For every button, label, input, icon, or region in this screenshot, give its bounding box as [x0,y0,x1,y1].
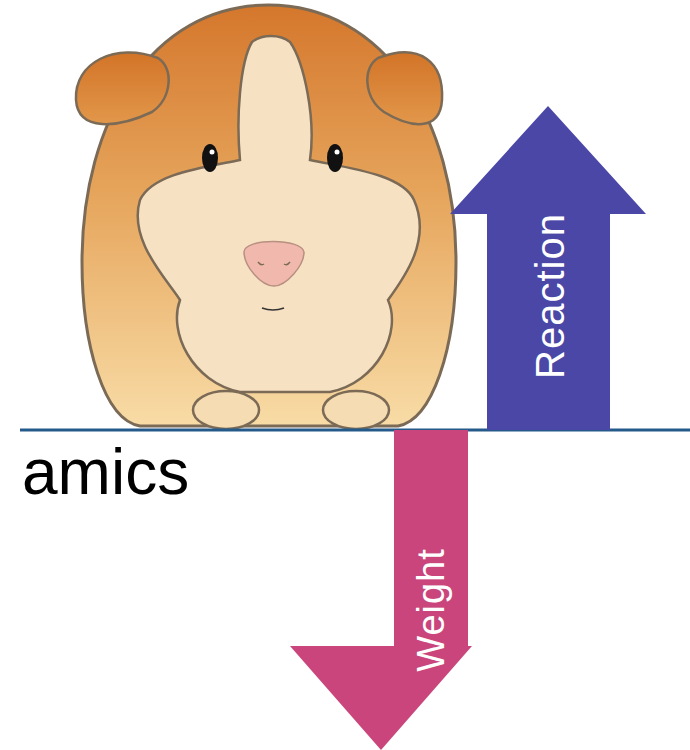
left-ear [76,52,169,124]
left-paw [193,391,259,429]
arrow-fill [290,430,472,750]
nose [244,242,304,287]
eye-shine [210,150,215,155]
mouth [262,308,284,310]
left-eye [202,144,218,172]
guinea-pig [76,5,456,429]
reaction-arrow: Reaction [450,106,646,430]
arrow-fill [450,106,646,430]
right-eye [327,144,343,172]
force-label: Weight [412,548,450,672]
nostrils [258,262,290,265]
force-label: Reaction [530,213,570,379]
heading-fragment: amics [22,440,189,504]
weight-arrow: Weight [288,430,474,750]
right-ear [367,52,442,124]
right-paw [323,391,389,429]
eye-shine [335,150,340,155]
